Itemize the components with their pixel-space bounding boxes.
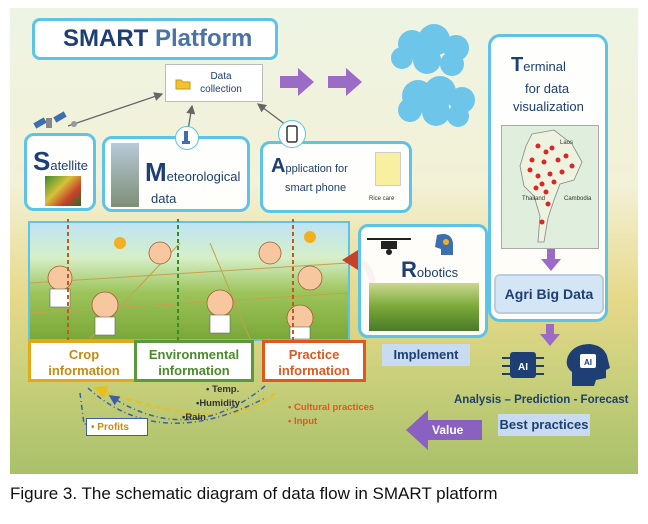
value-label: Value [432,423,464,437]
satellite-label: atellite [50,158,88,173]
environmental-information-box: Environmental information [134,340,254,382]
practice-information-box: Practice information [262,340,366,382]
meteorological-initial: M [145,157,167,187]
crop-line1: Crop [68,347,100,362]
robotics-card: Robotics [358,224,488,338]
platform-title: SMART Platform [32,18,278,60]
application-label: pplication for [285,163,348,175]
diagram-figure: SMART Platform Data collection [10,8,638,474]
cloud-icon [391,24,475,127]
phone-icon [278,120,306,148]
data-collection-line1: Data [210,71,232,82]
environmental-line1: Environmental [148,347,240,362]
app-screenshot [375,152,401,186]
value-arrow [406,410,482,450]
terminal-label-2: for data [525,81,570,96]
robot-head-icon [435,234,453,255]
application-initial: A [271,155,286,177]
down-arrow-2 [540,324,560,346]
satellite-card: Satellite [24,133,96,211]
terminal-initial: T [511,54,524,76]
ai-chip-icon: AI [502,352,544,378]
app-tag: Rice care [369,196,395,202]
env-item-humidity: •Humidity [196,398,240,409]
map-label-cambodia: Cambodia [564,196,592,202]
satellite-initial: S [33,146,51,176]
meteorological-card: Meteorological data [102,136,250,212]
flow-arrows-top [280,68,362,96]
satellite-icon [33,111,77,129]
map-label-thailand: Thailand [522,196,546,202]
terminal-label-3: visualization [513,99,584,114]
data-collection-box: Data collection [165,64,263,102]
crop-line2: information [48,363,120,378]
environmental-line2: information [158,363,230,378]
down-arrow-1 [541,249,561,271]
ai-head-text: AI [584,358,592,367]
figure-caption: Figure 3. The schematic diagram of data … [10,484,498,503]
field-photo [369,283,479,331]
farm-scene [29,231,349,340]
farm-illustration [28,221,350,341]
env-item-rain: •Rain [182,412,206,423]
application-card: Application for smart phone Rice care [260,141,412,213]
map-thailand: Laos Cambodia Thailand [501,125,599,249]
env-item-temp: • Temp. [206,384,240,395]
best-practices-label: Best practices [498,414,590,436]
sensor-icon [175,126,199,150]
folder-icon [175,79,191,90]
map-label-laos: Laos [560,140,574,146]
map-graphic [519,129,583,243]
agri-big-data-box: Agri Big Data [494,274,604,314]
meteorological-label-2: data [151,191,177,206]
robotics-label: obotics [416,265,459,280]
terminal-label: erminal [523,59,566,74]
analysis-label: Analysis – Prediction - Forecast [454,394,629,406]
profits-box: • Profits [86,418,148,436]
crop-information-box: Crop information [28,340,140,382]
title-platform: Platform [155,25,253,52]
drone-icon [367,238,411,255]
application-label-2: smart phone [285,182,347,194]
ai-head-icon: AI [566,344,610,386]
satellite-image [45,176,81,206]
data-collection-line2: collection [200,84,242,95]
practice-item-input: • Input [288,416,318,427]
weather-station-image [111,143,139,207]
robotics-initial: R [401,257,417,282]
title-smart: SMART [63,25,149,52]
practice-line2: information [278,363,350,378]
practice-item-cultural: • Cultural practices [288,402,375,413]
practice-line1: Practice [288,347,340,362]
meteorological-label: eteorological [166,169,241,184]
implement-label: Implement [382,344,470,366]
ai-chip-text: AI [518,362,528,373]
